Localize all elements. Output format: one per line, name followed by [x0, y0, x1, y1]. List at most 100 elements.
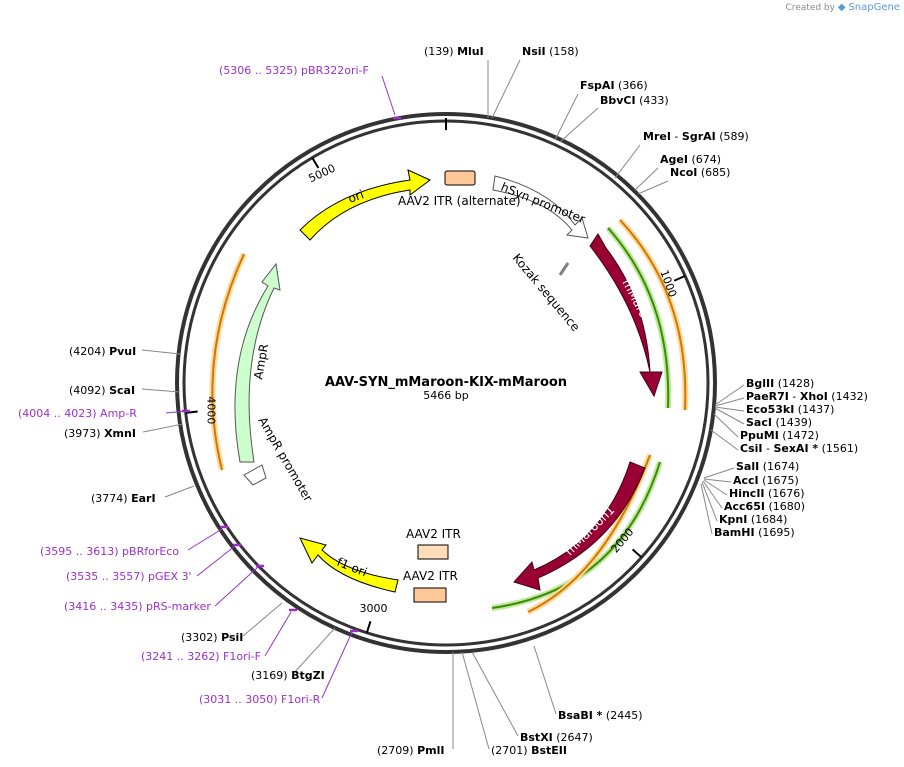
site-bamhi[interactable]: BamHI (1695) — [700, 483, 795, 539]
site-name: MluI — [457, 45, 484, 58]
primer-strand-orange-1 — [619, 219, 687, 411]
site-label: Eco53kI (1437) — [746, 403, 834, 416]
primer-f1orif[interactable]: (3241 .. 3262) F1ori-F — [141, 608, 297, 663]
feature-mmaroon1-second[interactable] — [513, 461, 646, 591]
site-label: FspAI (366) — [580, 79, 648, 92]
primer-strand-orange-3 — [211, 253, 245, 471]
site-leader-line — [714, 384, 745, 406]
site-name: KpnI — [719, 513, 747, 526]
site-name: AgeI — [660, 153, 688, 166]
primer-label: (3595 .. 3613) pBRforEco — [40, 545, 179, 558]
watermark-prefix: Created by — [785, 3, 835, 13]
feature-kozak-bar[interactable] — [558, 262, 570, 276]
primer-leader-line — [214, 566, 259, 607]
site-leader-line — [242, 602, 283, 637]
primer-pbr322orif[interactable]: (5306 .. 5325) pBR322ori-F — [219, 64, 401, 120]
primer-leader-line — [264, 611, 292, 657]
site-leader-line — [292, 627, 336, 675]
site-hincii[interactable]: HincII (1676) — [703, 479, 805, 500]
primer-strand-green-1 — [607, 227, 670, 409]
primer-leader-line — [196, 545, 236, 577]
primer-prsmarker[interactable]: (3416 .. 3435) pRS-marker — [64, 564, 264, 613]
site-position: (1676) — [765, 487, 805, 500]
site-name: BsaBI * — [558, 709, 603, 722]
site-saci[interactable]: SacI (1439) — [714, 407, 812, 429]
site-leader-line — [703, 478, 732, 483]
site-agei[interactable]: AgeI (674) — [634, 153, 721, 191]
site-label: SacI (1439) — [746, 416, 812, 429]
site-position: (2701) — [491, 744, 531, 757]
snapgene-logo-icon: ◆ — [837, 2, 846, 13]
site-bglii[interactable]: BglII (1428) — [714, 377, 814, 406]
site-leader-line — [614, 144, 641, 179]
site-fspai[interactable]: FspAI (366) — [554, 79, 648, 141]
site-name: EarI — [131, 492, 155, 505]
site-nsii[interactable]: NsiI (158) — [491, 45, 579, 119]
site-leader-line — [491, 59, 521, 119]
site-mlui[interactable]: (139) MluI — [424, 45, 489, 118]
site-label: (2701) BstEII — [491, 744, 567, 757]
feature-ori[interactable] — [299, 169, 431, 241]
primer-pgex3[interactable]: (3535 .. 3557) pGEX 3' — [66, 543, 241, 583]
site-psii[interactable]: (3302) PsiI — [181, 602, 283, 644]
site-acc65i[interactable]: Acc65I (1680) — [702, 480, 805, 513]
site-bbvci[interactable]: BbvCI (433) — [559, 94, 669, 143]
site-label: BstXI (2647) — [520, 731, 593, 744]
feature-hsyn-promoter[interactable] — [492, 175, 589, 239]
site-kpni[interactable]: KpnI (1684) — [701, 481, 787, 526]
site-bsteii[interactable]: (2701) BstEII — [461, 651, 567, 757]
tick-mark-5000 — [311, 157, 320, 169]
site-position: (1472) — [779, 429, 819, 442]
site-label: KpnI (1684) — [719, 513, 787, 526]
site-pmli[interactable]: (2709) PmlI — [377, 652, 454, 757]
feature-aav2-itr-lower-label: AAV2 ITR — [403, 569, 458, 583]
feature-ampr[interactable] — [234, 262, 281, 463]
feature-aav2-itr-alternate[interactable] — [444, 170, 476, 186]
tick-mark-3000 — [365, 621, 372, 634]
backbone-outer — [175, 112, 717, 654]
feature-f1-ori[interactable] — [299, 537, 399, 593]
site-csii[interactable]: CsiI - SexAI * (1561) — [710, 429, 858, 455]
site-paer7i[interactable]: PaeR7I - XhoI (1432) — [714, 390, 868, 407]
site-name: XhoI — [800, 390, 828, 403]
primer-pbrforeco[interactable]: (3595 .. 3613) pBRforEco — [40, 525, 228, 558]
primer-leader-line — [187, 528, 223, 551]
site-name: BtgZI — [291, 669, 325, 682]
feature-aav2-itr-upper[interactable] — [417, 544, 449, 560]
feature-mmaroon1-first[interactable] — [589, 233, 663, 398]
site-btgzi[interactable]: (3169) BtgZI — [251, 627, 336, 682]
site-position: - — [762, 442, 773, 455]
site-name: Acc65I — [724, 500, 765, 513]
site-ncoi[interactable]: NcoI (685) — [637, 166, 730, 195]
plasmid-length: 5466 bp — [423, 389, 468, 402]
site-label: AgeI (674) — [660, 153, 721, 166]
site-position: (3973) — [64, 427, 104, 440]
site-eco53ki[interactable]: Eco53kI (1437) — [714, 403, 834, 416]
site-bsabi[interactable]: BsaBI * (2445) — [533, 645, 643, 722]
feature-aav2-itr-lower[interactable] — [413, 587, 447, 603]
site-position: (1428) — [774, 377, 814, 390]
site-name: BstXI — [520, 731, 553, 744]
site-sali[interactable]: SalI (1674) — [703, 460, 799, 479]
site-scai[interactable]: (4092) ScaI — [69, 384, 181, 397]
site-name: AccI — [733, 474, 759, 487]
site-eari[interactable]: (3774) EarI — [91, 485, 195, 505]
site-pvui[interactable]: (4204) PvuI — [69, 345, 181, 358]
site-name: SgrAI — [682, 130, 716, 143]
feature-ampr-promoter-label: AmpR promoter — [255, 415, 315, 505]
site-acci[interactable]: AccI (1675) — [703, 474, 799, 487]
site-label: (3973) XmnI — [64, 427, 136, 440]
site-bstxi[interactable]: BstXI (2647) — [471, 651, 593, 744]
site-label: PaeR7I - XhoI (1432) — [746, 390, 868, 403]
site-name: BglII — [746, 377, 774, 390]
site-name: NcoI — [670, 166, 697, 179]
site-ppumi[interactable]: PpuMI (1472) — [713, 413, 819, 442]
primer-label: (3416 .. 3435) pRS-marker — [64, 600, 211, 613]
primer-ampr[interactable]: (4004 .. 4023) Amp-R — [18, 407, 190, 420]
primer-f1orir[interactable]: (3031 .. 3050) F1ori-R — [199, 629, 358, 706]
site-xmni[interactable]: (3973) XmnI — [64, 423, 184, 440]
site-mrei[interactable]: MreI - SgrAI (589) — [614, 130, 749, 179]
site-leader-line — [637, 180, 669, 195]
site-name: BamHI — [714, 526, 755, 539]
feature-ampr-promoter[interactable] — [243, 464, 267, 486]
